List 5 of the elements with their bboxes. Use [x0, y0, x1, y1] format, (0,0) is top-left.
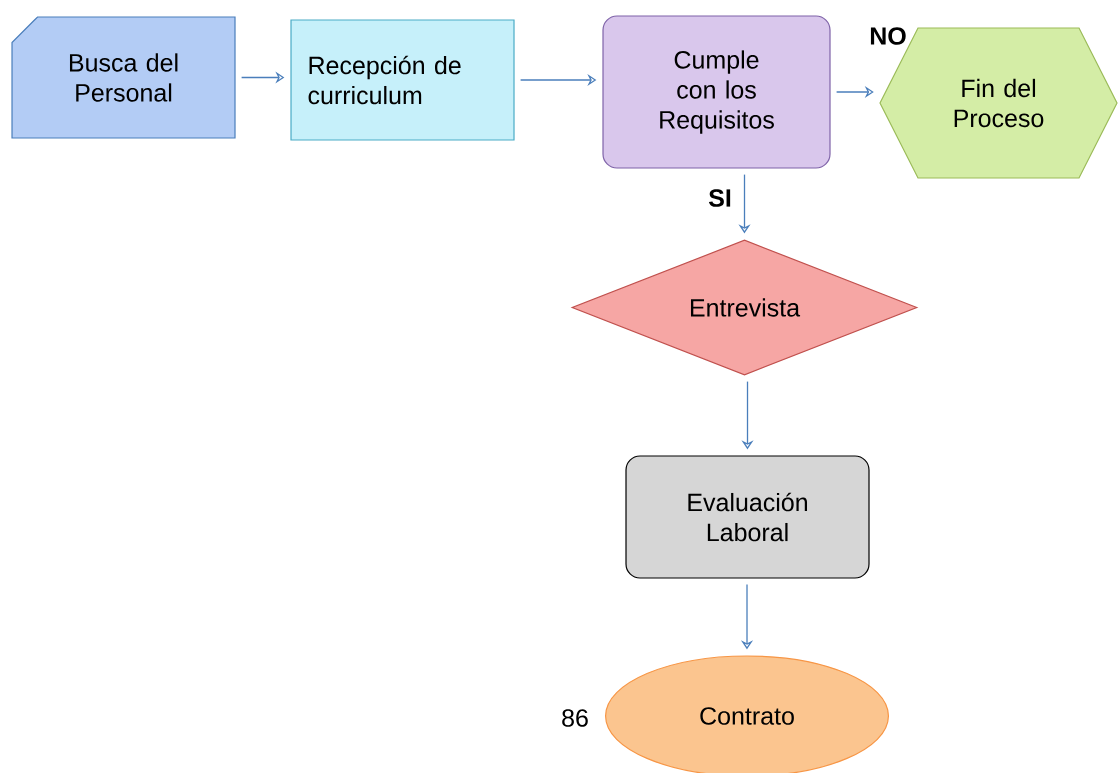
process-box: Cumple con los Requisitos	[602, 15, 831, 169]
edge-label: SI	[707, 188, 733, 208]
process-box: Recepción de curriculum	[290, 19, 515, 141]
process-box: Busca del Personal	[11, 16, 236, 139]
process-box: Evaluación Laboral	[625, 455, 870, 579]
